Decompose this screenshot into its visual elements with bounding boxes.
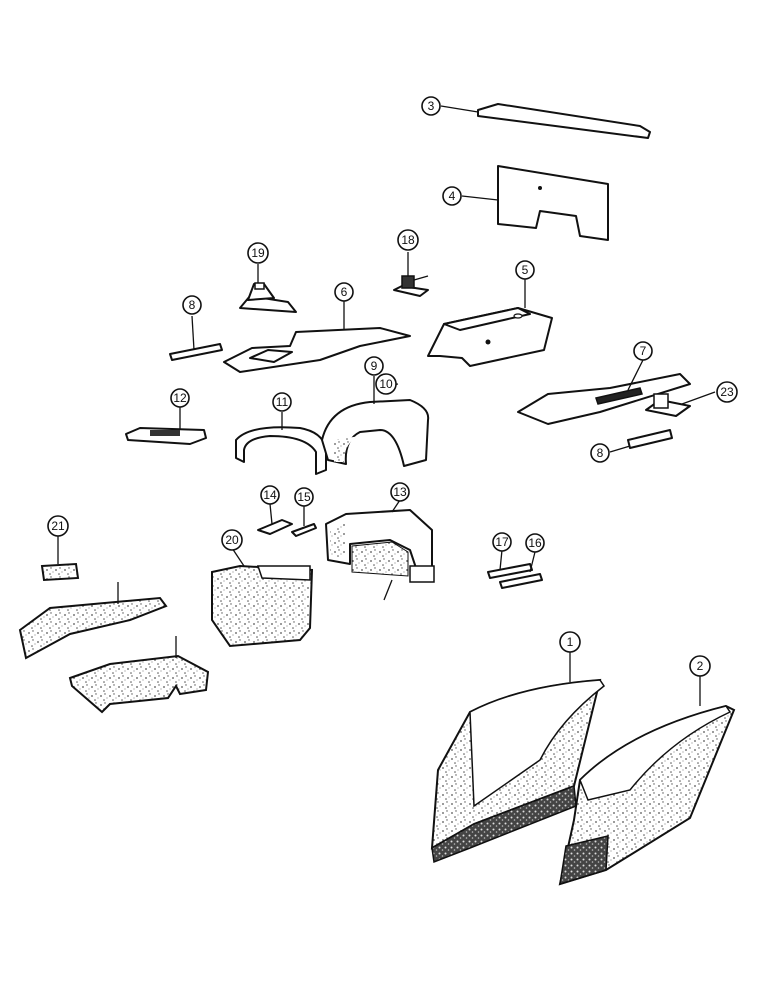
insulation-pad-upper-left	[18, 582, 168, 660]
callout-17: 17	[492, 532, 512, 552]
part-8-bracket-lower	[609, 429, 673, 453]
callout-label: 18	[401, 233, 415, 247]
callout-9: 9	[364, 356, 384, 376]
callout-label: 5	[522, 263, 529, 277]
callout-16: 16	[525, 533, 545, 553]
callout-7: 7	[633, 341, 653, 361]
callout-label: 7	[640, 344, 647, 358]
callout-8-lower: 8	[590, 443, 610, 463]
callout-4: 4	[442, 186, 462, 206]
callout-11: 11	[272, 392, 292, 412]
part-14-bracket	[257, 503, 293, 535]
part-4-panel	[461, 165, 609, 241]
callout-label: 16	[528, 536, 542, 550]
callout-1: 1	[559, 631, 581, 653]
part-20-box	[211, 547, 314, 648]
callout-label: 1	[567, 635, 574, 649]
callout-label: 4	[449, 189, 456, 203]
insulation-pad-lower-left	[68, 636, 210, 714]
callout-23: 23	[716, 381, 738, 403]
part-16-bracket	[499, 551, 543, 589]
callout-label: 13	[393, 485, 407, 499]
callout-13: 12	[170, 388, 190, 408]
callout-21: 21	[47, 515, 69, 537]
callout-label: 23	[720, 385, 734, 399]
callout-label: 11	[276, 395, 289, 409]
callout-label: 20	[225, 533, 239, 547]
callout-18: 18	[397, 229, 419, 251]
callout-8-upper: 8	[182, 295, 202, 315]
callout-label: 8	[597, 446, 604, 460]
part-12-cover	[325, 499, 435, 601]
callout-5: 5	[515, 260, 535, 280]
callout-label: 17	[495, 535, 509, 549]
callout-label: 9	[371, 359, 378, 373]
callout-10: 10	[375, 373, 397, 395]
callout-6: 6	[334, 282, 354, 302]
callout-20: 20	[221, 529, 243, 551]
part-19-boot	[239, 264, 297, 313]
part-13-bar	[125, 406, 207, 445]
callout-label: 12	[173, 391, 187, 405]
part-1-fender	[430, 652, 606, 864]
callout-2: 2	[689, 655, 711, 677]
part-9-cover	[321, 376, 430, 467]
part-6-floor-plate	[223, 300, 411, 373]
part-17-bracket	[487, 549, 533, 579]
callout-label: 15	[297, 490, 311, 504]
callout-label: 8	[189, 298, 196, 312]
callout-15: 15	[294, 487, 314, 507]
part-5-housing	[427, 278, 553, 367]
part-11-arch-cover	[235, 412, 327, 475]
callout-label: 6	[341, 285, 348, 299]
part-23-boot	[645, 391, 716, 417]
callout-label: 21	[51, 519, 65, 533]
callout-label: 10	[379, 377, 393, 391]
part-18-boot	[393, 252, 429, 297]
part-21-pad	[40, 536, 80, 582]
callout-label: 2	[697, 659, 704, 673]
callout-3: 3	[421, 96, 441, 116]
part-7-plate	[517, 359, 691, 425]
part-3-strip	[440, 103, 651, 139]
callout-label: 19	[251, 246, 265, 260]
part-2-fender	[558, 676, 736, 886]
callout-12: 13	[390, 482, 410, 502]
part-15-bracket	[291, 506, 317, 537]
callout-label: 14	[263, 488, 277, 502]
callout-label: 3	[428, 99, 435, 113]
part-8-bracket-upper	[169, 315, 223, 361]
callout-14: 14	[260, 485, 280, 505]
callout-19: 19	[247, 242, 269, 264]
